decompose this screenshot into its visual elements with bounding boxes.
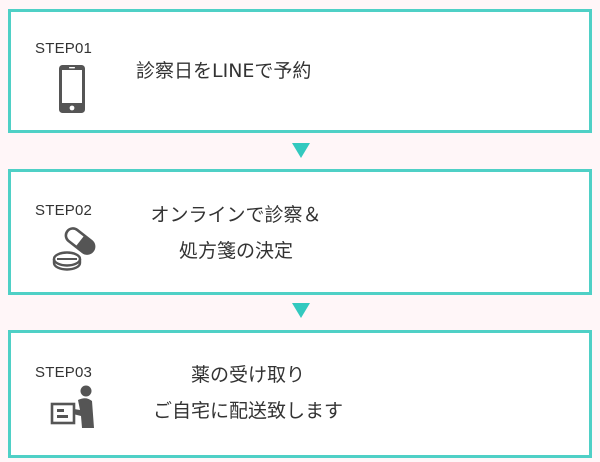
step-description-line: オンラインで診察＆	[150, 204, 322, 226]
step-description-line: 診察日をLINEで予約	[136, 60, 312, 82]
step-label: STEP01	[35, 40, 93, 57]
step-description-line: 薬の受け取り	[190, 364, 305, 386]
down-arrow-icon	[292, 143, 310, 158]
delivery-icon	[50, 385, 94, 428]
step-card-2: STEP02 オンラインで診察＆ 処方箋の決定	[8, 169, 592, 295]
step-description: オンラインで診察＆ 処方箋の決定	[133, 197, 339, 269]
step-card-1: STEP01 診察日をLINEで予約	[8, 9, 592, 133]
step-label: STEP02	[35, 202, 93, 219]
step-card-3: STEP03 薬の受け取り ご自宅に配送致します	[8, 330, 592, 458]
down-arrow-icon	[292, 303, 310, 318]
smartphone-icon	[59, 65, 85, 113]
step-description: 薬の受け取り ご自宅に配送致します	[133, 357, 363, 429]
pills-icon	[52, 227, 96, 271]
step-label: STEP03	[35, 364, 93, 381]
step-description-line: ご自宅に配送致します	[152, 400, 343, 422]
step-description-line: 処方箋の決定	[178, 240, 293, 262]
step-description: 診察日をLINEで予約	[136, 53, 311, 89]
